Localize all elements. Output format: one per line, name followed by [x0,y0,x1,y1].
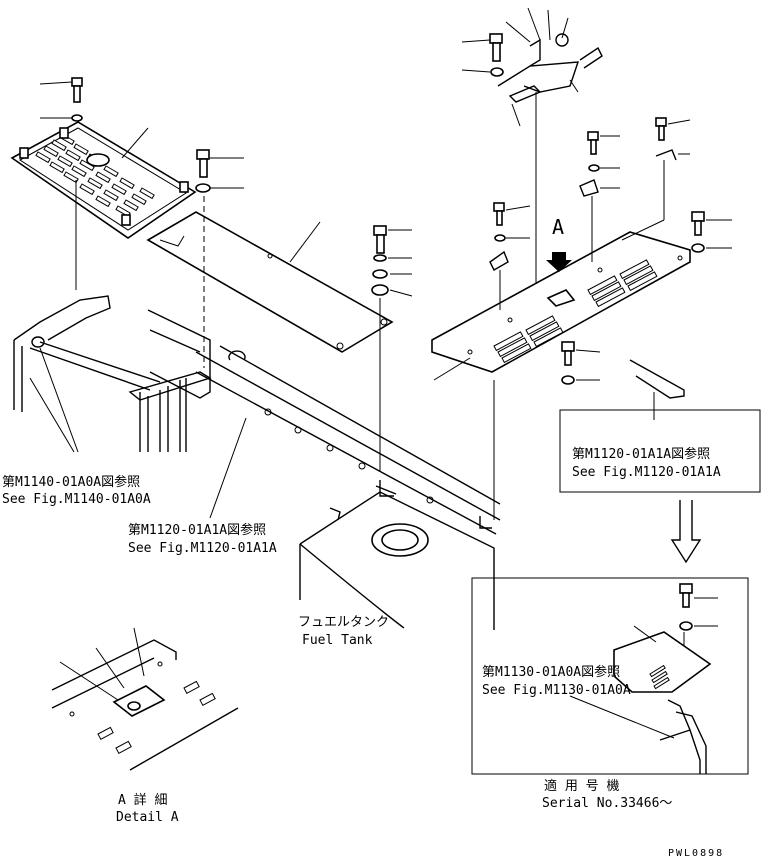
center-rail [195,345,501,535]
label-detail-a: A 詳 細 Detail A [116,792,179,825]
ref-m1120-mid-jp: 第M1120-01A1A図参照 [128,522,266,538]
label-ref-m1140: 第M1140-01A0A図参照 See Fig.M1140-01A0A [2,474,151,507]
serial-jp: 適 用 号 機 [544,778,619,794]
right-ref-box [559,409,761,493]
ref-m1120-mid-en: See Fig.M1120-01A1A [128,541,277,556]
fuel-tank-en: Fuel Tank [302,633,373,648]
view-arrow-label: A [552,215,564,239]
detail-a-en: Detail A [116,810,179,825]
label-fuel-tank: フュエルタンク Fuel Tank [298,615,389,648]
detail-a-view [51,627,239,771]
serial-variant-box [471,577,749,775]
ref-m1120-right-en: See Fig.M1120-01A1A [572,465,721,480]
middle-cover-plate [146,149,394,368]
fuel-tank [299,485,495,630]
left-frame [13,295,212,453]
label-ref-m1120-right: 第M1120-01A1A図参照 See Fig.M1120-01A1A [572,446,721,480]
ref-m1130-en: See Fig.M1130-01A0A [482,683,631,698]
ref-m1140-jp: 第M1140-01A0A図参照 [2,474,140,490]
drawing-code: PWL0898 [668,848,724,858]
center-bolt-stack [371,225,413,472]
detail-a-jp: A 詳 細 [118,792,167,808]
left-grille-cover [10,77,197,290]
label-ref-m1120-mid: 第M1120-01A1A図参照 See Fig.M1120-01A1A [128,522,277,556]
ref-m1120-right-jp: 第M1120-01A1A図参照 [572,446,710,462]
ref-m1130-jp: 第M1130-01A0A図参照 [482,664,620,680]
ref-m1140-en: See Fig.M1140-01A0A [2,492,151,507]
top-right-hardware [461,7,603,300]
label-serial: 適 用 号 機 Serial No.33466～ [542,778,672,811]
transition-arrow [670,500,702,564]
serial-en: Serial No.33466～ [542,796,672,811]
fuel-tank-jp: フュエルタンク [298,615,389,630]
label-ref-m1130: 第M1130-01A0A図参照 See Fig.M1130-01A0A [482,664,631,698]
right-grille-plate: A [431,117,732,520]
